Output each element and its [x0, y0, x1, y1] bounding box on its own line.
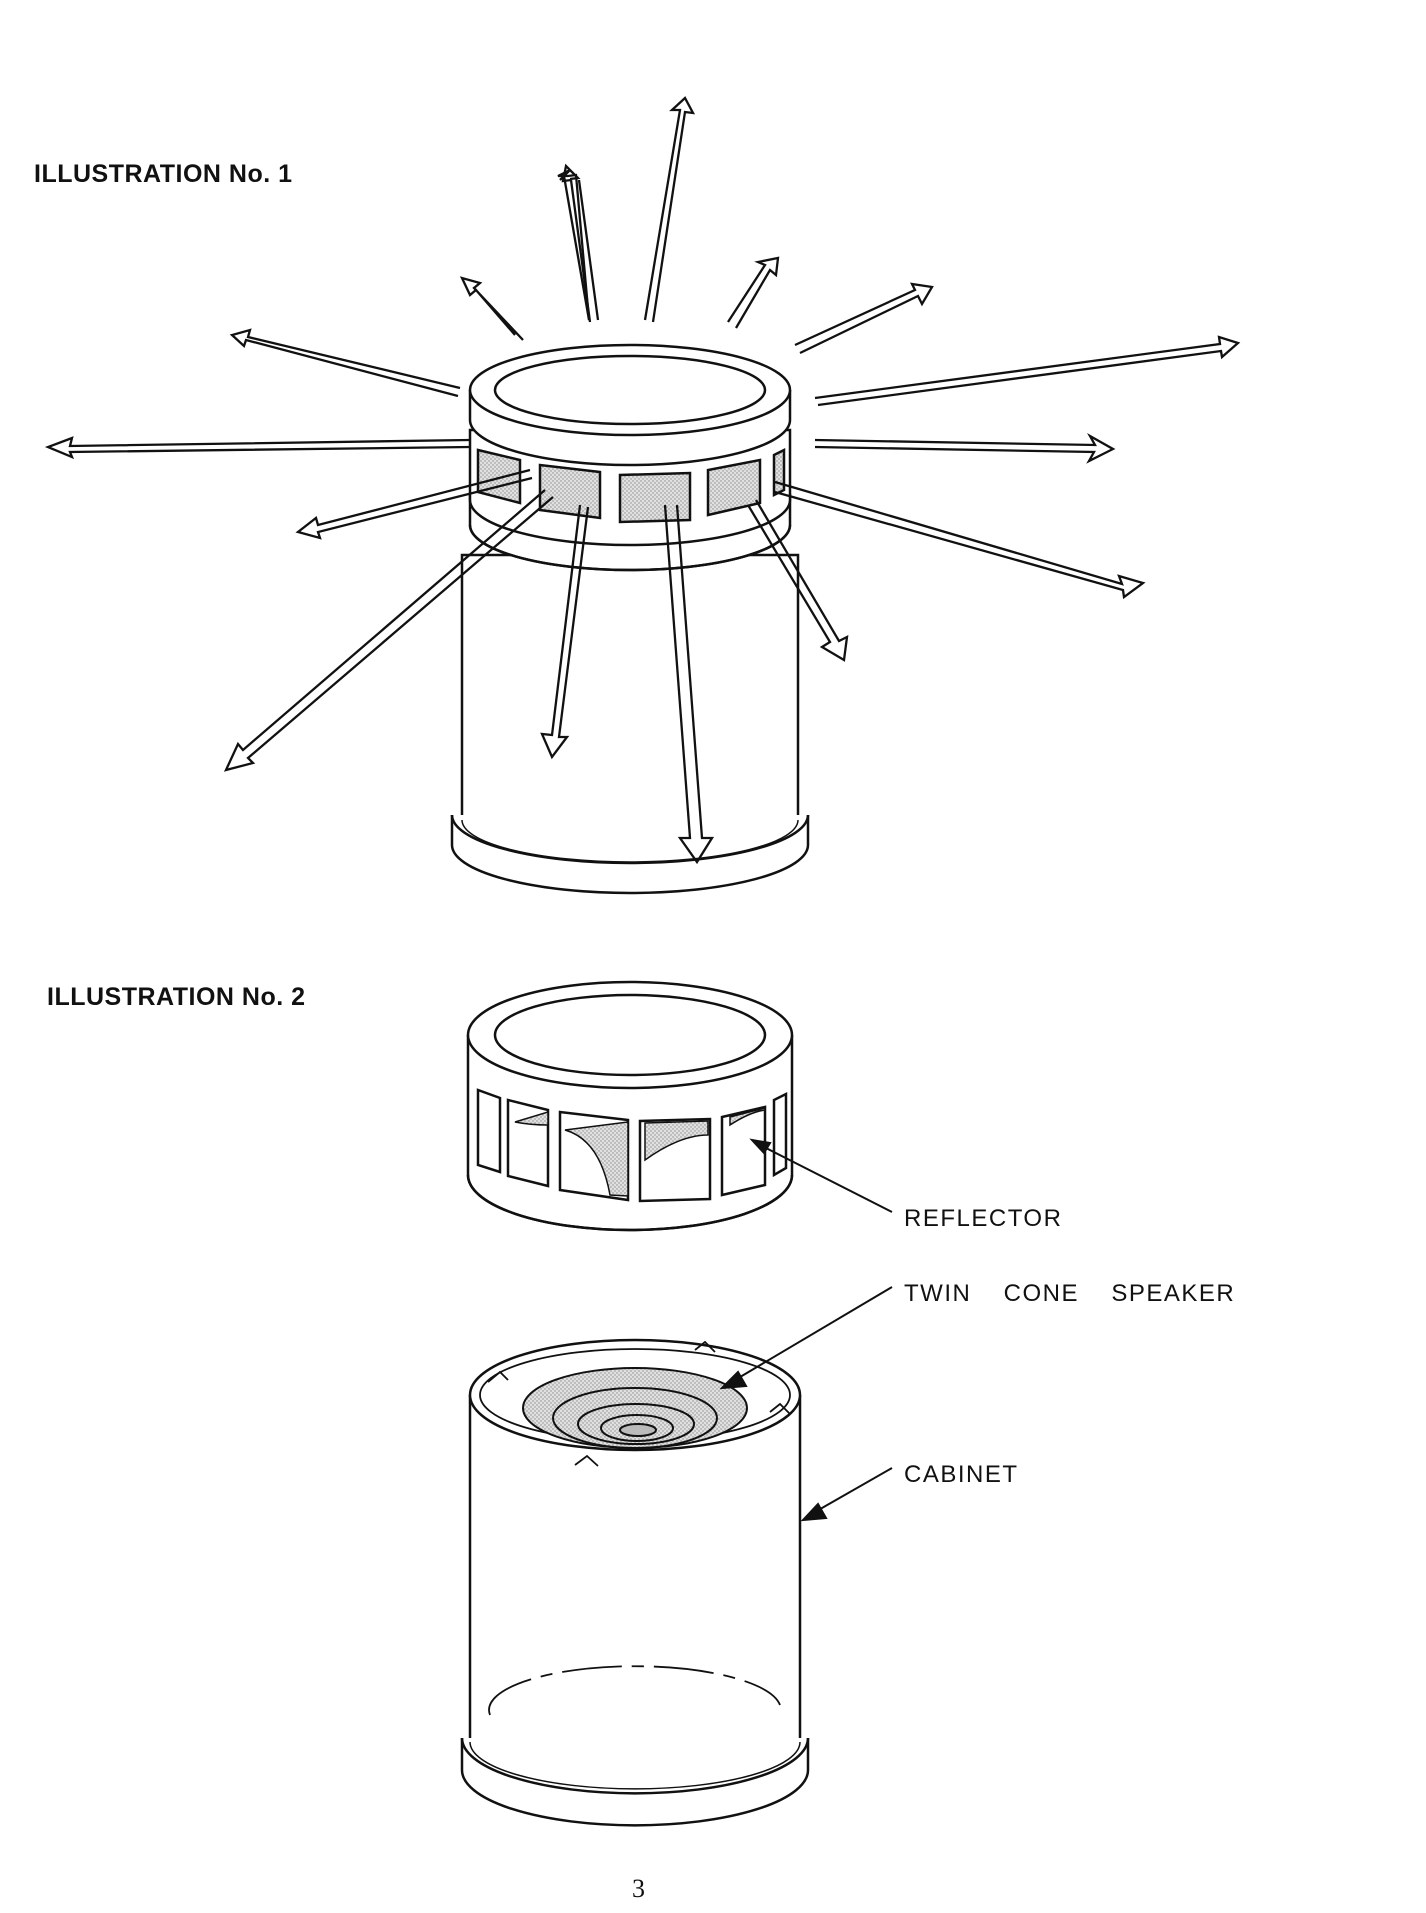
page-number: 3 — [632, 1874, 645, 1904]
reflector-window — [722, 1107, 765, 1195]
reflector-window — [774, 1094, 786, 1175]
cabinet-leader — [815, 1468, 892, 1512]
cabinet-body-1 — [452, 555, 808, 893]
sound-arrow — [462, 278, 523, 340]
reflector-label: REFLECTOR — [904, 1205, 1062, 1233]
sound-arrow — [728, 258, 778, 328]
sound-arrow — [795, 284, 932, 353]
window-panel — [540, 465, 600, 518]
speaker-leader — [735, 1287, 892, 1380]
twin-cone-speaker — [523, 1368, 747, 1448]
sound-arrow — [645, 98, 693, 322]
reflector-top-1 — [470, 345, 790, 465]
sound-arrow — [815, 337, 1238, 405]
assembled-speaker — [452, 170, 808, 893]
sound-arrow — [563, 166, 598, 322]
sound-arrow — [232, 330, 460, 396]
sound-arrow — [48, 438, 470, 457]
window-panel — [774, 450, 784, 495]
sound-arrow — [815, 436, 1113, 461]
sound-arrow — [775, 482, 1143, 597]
window-panel — [620, 473, 690, 522]
reflector-assembly — [468, 982, 792, 1230]
reflector-window — [478, 1090, 500, 1172]
reflector-window — [508, 1100, 548, 1186]
twin-cone-speaker-label: TWIN CONE SPEAKER — [904, 1280, 1235, 1308]
cabinet-label: CABINET — [904, 1461, 1019, 1489]
